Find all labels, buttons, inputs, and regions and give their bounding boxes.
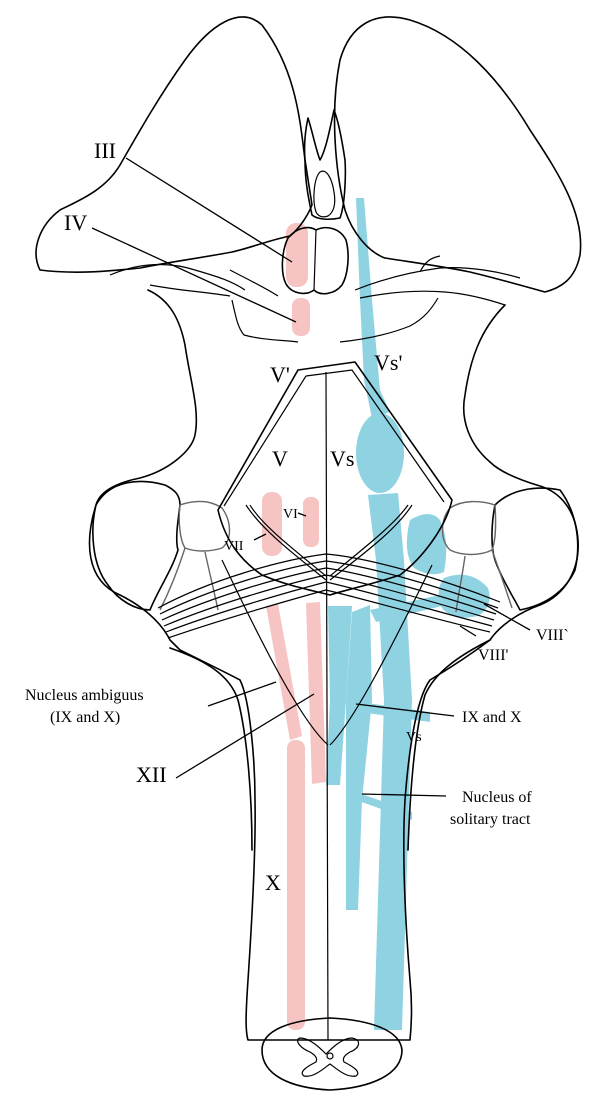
label-Vs-prime: Vs' (374, 350, 402, 375)
label-X: X (265, 870, 281, 895)
leader-III (125, 157, 293, 263)
nucleus-III (286, 223, 308, 287)
nucleus-Vs-main (356, 413, 404, 493)
tract-lateral-upper (370, 595, 446, 622)
left-upper-lobe (35, 16, 313, 273)
pons-inner-left (231, 299, 299, 343)
motor-nuclei (262, 223, 326, 1030)
leader-VI (297, 512, 307, 517)
label-IX-and-X: IX and X (462, 709, 522, 726)
collicular-line (313, 229, 317, 291)
label-VI: VI (283, 507, 298, 522)
inner-loop (313, 170, 336, 218)
label-VII: VII (224, 539, 244, 554)
peduncle-left (92, 480, 181, 611)
leader-lines (91, 157, 531, 797)
nucleus-XII (306, 602, 326, 784)
peduncle-left-inner (178, 500, 231, 552)
fourth-ventricle-inner (305, 369, 445, 503)
pons-body (88, 289, 579, 1041)
label-VIII-b: VIII' (478, 647, 509, 664)
label-IV: IV (64, 210, 87, 235)
leader-XII (175, 693, 315, 779)
ridge-left-3 (229, 269, 279, 297)
nucleus-solitary-tract (346, 605, 372, 910)
spinal-cord-section (261, 1017, 403, 1091)
leader-nucleus-ambiguus (207, 681, 277, 707)
label-VIII-a: VIII` (536, 627, 569, 644)
medulla-left (169, 647, 253, 851)
label-XII: XII (136, 762, 167, 787)
leader-VIII-b (459, 625, 477, 637)
leader-IX-X (355, 703, 455, 717)
leader-VII (253, 533, 267, 541)
label-nucleus-solitary-1: Nucleus of (462, 789, 532, 806)
peduncle-right-seg1 (491, 549, 513, 609)
ridge-right-3 (419, 255, 441, 273)
median-curve-left (245, 504, 327, 581)
leader-VIII-a (483, 603, 531, 631)
label-III: III (94, 138, 116, 163)
peduncle-right (491, 487, 579, 611)
labels: III IV V' Vs' V Vs VI VII VIII` VIII' Nu… (25, 138, 569, 895)
label-V: V (272, 446, 288, 471)
pons-inner-right (339, 297, 439, 343)
label-nucleus-solitary-2: solitary tract (450, 811, 531, 828)
median-curve-left-2 (249, 504, 327, 577)
ridge-right-2 (359, 290, 506, 306)
brainstem-outline (35, 16, 582, 1091)
leader-solitary (361, 793, 447, 797)
obex-v-right (329, 564, 433, 746)
fourth-ventricle-inner-left (223, 375, 307, 507)
label-V-prime: V' (270, 362, 290, 387)
midline (325, 371, 329, 1041)
striae-medullares (157, 553, 501, 639)
ridge-left-1 (109, 263, 246, 291)
peduncle-left-seg1 (159, 547, 186, 611)
nucleus-IV (292, 298, 310, 336)
ridge-left-2 (149, 284, 231, 297)
peduncle-right-seg2 (455, 555, 466, 613)
nucleus-IX-X-sensory (326, 606, 352, 785)
label-Vs-small: Vs (406, 730, 422, 745)
leader-IV (91, 227, 297, 323)
nucleus-Vs-mesencephalic (356, 198, 390, 418)
label-nucleus-ambiguus-1: Nucleus ambiguus (25, 687, 144, 704)
grey-matter-butterfly (297, 1037, 360, 1077)
median-curve-right (329, 504, 413, 581)
right-upper-lobe (333, 16, 582, 293)
median-curve-right-2 (329, 504, 409, 577)
central-canal (326, 1052, 334, 1060)
tract-solitary-lateral (356, 792, 412, 820)
obex-v-left (221, 559, 329, 746)
midline-notch (303, 109, 347, 221)
peduncle-right-inner (441, 500, 497, 556)
medulla-right (407, 639, 491, 851)
label-Vs-mid: Vs (330, 446, 354, 471)
nucleus-X-dorsal (287, 740, 305, 1030)
label-nucleus-ambiguus-2: (IX and X) (50, 709, 120, 726)
ridge-right-1 (354, 267, 521, 291)
fourth-ventricle (217, 361, 453, 596)
nucleus-VI (303, 497, 319, 547)
nucleus-ambiguus (266, 604, 302, 740)
